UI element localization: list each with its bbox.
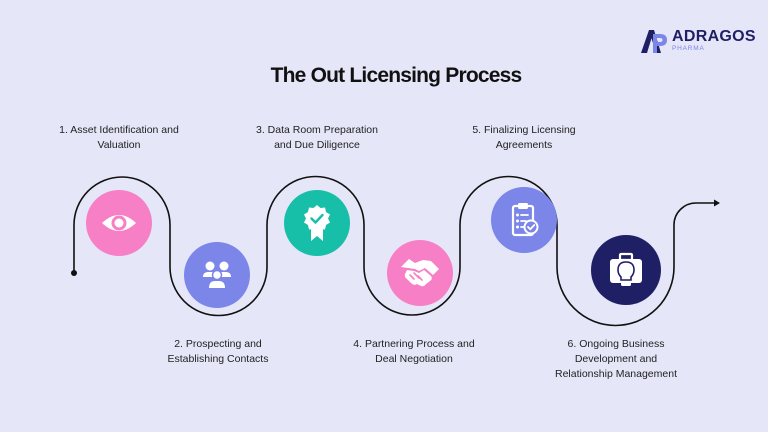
handshake-icon xyxy=(401,259,439,287)
people-group-icon xyxy=(203,261,231,288)
briefcase-lightbulb-icon xyxy=(610,252,642,286)
eye-icon xyxy=(102,215,136,231)
step-2-icon-circle xyxy=(184,242,250,308)
step-3-icon-circle xyxy=(284,190,350,256)
step-4-label: 4. Partnering Process and Deal Negotiati… xyxy=(353,338,475,365)
step-5-icon-circle xyxy=(491,187,557,253)
path-start-dot xyxy=(71,270,77,276)
adragos-logo-icon xyxy=(641,30,667,53)
page-title: The Out Licensing Process xyxy=(270,64,523,87)
brand-logo: ADRAGOS PHARMA xyxy=(640,28,756,54)
step-6-label: 6. Ongoing Business Development and Rela… xyxy=(555,338,677,380)
award-badge-check-icon xyxy=(304,205,330,241)
path-arrow-head xyxy=(714,199,720,207)
clipboard-check-icon xyxy=(511,203,539,237)
step-2-label: 2. Prospecting and Establishing Contacts xyxy=(167,338,269,365)
step-4-icon-circle xyxy=(387,240,453,306)
brand-subtitle: PHARMA xyxy=(672,45,705,53)
step-5-label: 5. Finalizing Licensing Agreements xyxy=(472,124,576,151)
step-1-icon-circle xyxy=(86,190,152,256)
step-3-label: 3. Data Room Preparation and Due Diligen… xyxy=(256,124,378,151)
step-6-icon-circle xyxy=(591,235,661,305)
brand-name: ADRAGOS xyxy=(672,28,756,46)
step-1-label: 1. Asset Identification and Valuation xyxy=(59,124,179,151)
